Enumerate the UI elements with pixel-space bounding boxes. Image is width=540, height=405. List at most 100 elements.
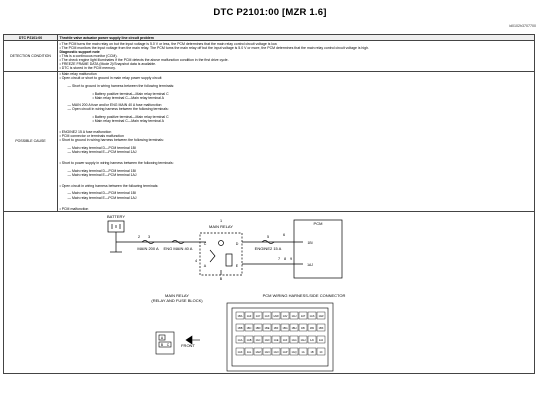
connector-pin-label: 1BI (301, 326, 305, 330)
connector-pin-label: 1AP (283, 350, 288, 354)
cause-line: • PCM connector or terminals malfunction (59, 134, 124, 139)
connector-pin-label: 1BH (291, 326, 296, 330)
connector-pin (271, 348, 281, 356)
connector-pin (235, 324, 245, 332)
callout-4: 4 (195, 259, 197, 263)
connector-pin (262, 324, 272, 332)
connector-pin (244, 324, 254, 332)
connector-pin (262, 348, 272, 356)
connector-pin-label: 1AB (247, 338, 252, 342)
connector-pin-label: 1AH (300, 338, 305, 342)
connector-pin (235, 312, 245, 320)
pcm-terminal-1aj: 1AJ (307, 263, 313, 267)
connector-pin (289, 312, 299, 320)
connector-pin-label: 1AM (255, 350, 260, 354)
connector-pin (253, 324, 263, 332)
connector-pin (244, 312, 254, 320)
connector-pin (298, 324, 308, 332)
connector-pin (316, 324, 326, 332)
table-header-row: DTC P2101:00 Throttle valve actuator pow… (3, 33, 535, 42)
cause-line: — Main relay terminal D—PCM terminal 1BI (67, 145, 136, 150)
connector-pin (316, 348, 326, 356)
connector-pin (307, 324, 317, 332)
connector-pin-label: 1AD (264, 338, 269, 342)
connector-pin (262, 336, 272, 344)
front-label: FRONT (181, 343, 195, 348)
relay-view-terminal-c: C (167, 343, 170, 347)
connector-pin (289, 336, 299, 344)
connector-pin-label: 1AR (318, 314, 323, 318)
connector-pin (253, 312, 263, 320)
connector-pin (280, 336, 290, 344)
cause-line: — MAIN 200 A fuse and/or ENG MAIN 40 A f… (67, 103, 162, 108)
dtc-description: Throttle valve actuator power supply lin… (57, 33, 535, 42)
connector-pin (289, 348, 299, 356)
relay-view-subtitle: (RELAY AND FUSE BLOCK) (151, 298, 203, 303)
possible-cause-text: • Main relay malfunction • Open circuit … (57, 70, 535, 213)
connector-pin-label: 1AS (310, 314, 315, 318)
cause-line: • Short to power supply in wiring harnes… (59, 161, 174, 166)
detection-condition-row: DETECTION CONDITION • The PCM turns the … (3, 40, 535, 72)
callout-9: 9 (290, 257, 292, 261)
connector-pin (235, 336, 245, 344)
relay-view-title: MAIN RELAY (165, 293, 189, 298)
document-id: id0102h3707700 (509, 24, 536, 28)
callout-7: 7 (278, 257, 280, 261)
callout-5: 5 (267, 235, 269, 239)
cause-line: — Main relay terminal D—PCM terminal 1BI (67, 168, 136, 173)
wiring-diagram-cell: BATTERY 2 3 MAIN 200 A ENG MAIN 40 A MAI… (3, 211, 535, 375)
wiring-diagram: BATTERY 2 3 MAIN 200 A ENG MAIN 40 A MAI… (107, 214, 346, 372)
cause-line: • Open circuit in wiring harness between… (59, 183, 159, 188)
connector-pin (307, 336, 317, 344)
connector-pin-label: 1AA (238, 338, 243, 342)
connector-pin-label: 1A (301, 350, 304, 354)
connector-pin-label: 1BB (238, 326, 243, 330)
connector-pin (280, 312, 290, 320)
connector-pin-label: 1BE (265, 326, 270, 330)
possible-cause-label: POSSIBLE CAUSE (3, 70, 58, 213)
connector-pin (271, 336, 281, 344)
connector-pin (253, 336, 263, 344)
relay-connector-view (155, 331, 200, 355)
cause-line: • Short to ground in wiring harness betw… (59, 138, 164, 143)
connector-pin-label: 1AL (247, 350, 252, 354)
connector-pin-label: 1AY (256, 314, 261, 318)
connector-pin-label: 1AZ (247, 314, 252, 318)
connector-pin-label: 1B (310, 350, 313, 354)
detection-line: • The PCM monitors the input voltage fro… (59, 45, 370, 50)
connector-pin-label: 1AJ (319, 338, 324, 342)
detection-line: • DTC is stored in the PCM memory. (59, 66, 116, 71)
connector-pin-label: 1AG (291, 338, 296, 342)
relay-terminal-e: E (236, 264, 239, 268)
cause-line: — Main relay terminal E—PCM terminal 1AJ (67, 149, 137, 154)
pcm-label: PCM (314, 221, 323, 226)
battery-label: BATTERY (107, 214, 125, 219)
connector-pin-label: 1AX (265, 314, 270, 318)
connector-pin-label: 1BD (255, 326, 260, 330)
callout-2: 2 (138, 235, 140, 239)
engine2-fuse-label: ENGINE2 15 A (255, 246, 282, 251)
connector-pin-label: 1BG (282, 326, 287, 330)
callout-1: 1 (220, 219, 222, 223)
detection-note-heading: Diagnostic support note (59, 49, 100, 54)
callout-6: 6 (283, 233, 285, 237)
connector-pin-label: 1AW (273, 314, 279, 318)
connector-pin-label: 1AQ (291, 350, 296, 354)
connector-pin (280, 348, 290, 356)
cause-line: — Main relay terminal E—PCM terminal 1AJ (67, 195, 137, 200)
detection-line: • The PCM turns the main relay on but th… (59, 41, 278, 46)
connector-pin (307, 312, 317, 320)
relay-view-terminal-b: B (161, 343, 164, 347)
cause-line: • Main relay terminal C—Main relay termi… (92, 95, 164, 100)
detection-condition-label: DETECTION CONDITION (3, 40, 58, 72)
callout-8: 8 (284, 257, 286, 261)
connector-view-title: PCM WIRING HARNESS-SIDE CONNECTOR (263, 293, 346, 298)
connector-pin (280, 324, 290, 332)
connector-pin-label: 1BA (238, 314, 243, 318)
relay-terminal-a: A (204, 264, 207, 268)
connector-pin (235, 348, 245, 356)
relay-terminal-b: B (220, 277, 223, 281)
connector-pin (271, 312, 281, 320)
connector-pin-label: 1BK (319, 326, 324, 330)
connector-pin (244, 348, 254, 356)
